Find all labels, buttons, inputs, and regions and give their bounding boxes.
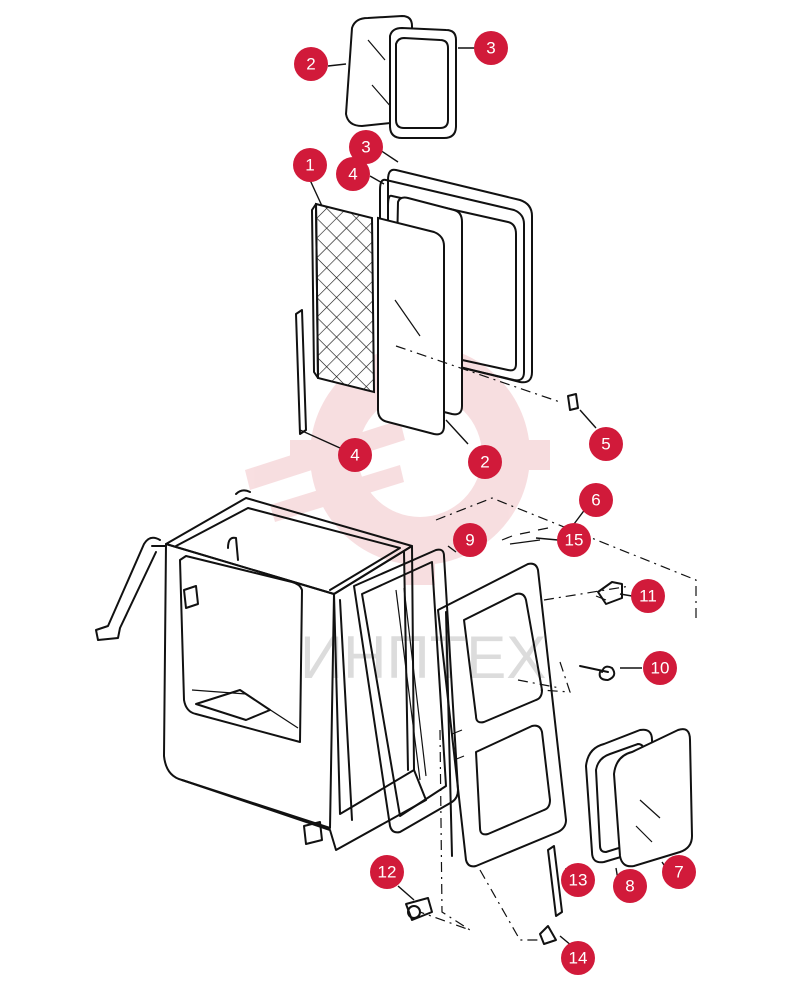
- watermark-logo: [245, 325, 550, 585]
- callout-2-top: 2: [294, 47, 328, 81]
- door-frame: [353, 548, 459, 834]
- svg-text:12: 12: [378, 863, 397, 882]
- callout-15: 15: [557, 523, 591, 557]
- callout-13: 13: [561, 863, 595, 897]
- svg-text:3: 3: [361, 138, 370, 157]
- callout-1: 1: [293, 148, 327, 182]
- svg-text:15: 15: [565, 531, 584, 550]
- callout-4-frame: 4: [336, 157, 370, 191]
- hardware-parts: [405, 527, 623, 945]
- callout-4-strip: 4: [338, 438, 372, 472]
- callout-6: 6: [579, 483, 613, 517]
- door: [437, 562, 567, 868]
- svg-text:7: 7: [674, 863, 683, 882]
- svg-text:3: 3: [486, 39, 495, 58]
- cab-body: [95, 489, 427, 851]
- svg-text:2: 2: [306, 55, 315, 74]
- svg-text:13: 13: [569, 871, 588, 890]
- callout-12: 12: [370, 855, 404, 889]
- assembly-centerlines: [395, 345, 697, 941]
- svg-text:4: 4: [350, 446, 359, 465]
- callout-2-middle: 2: [468, 445, 502, 479]
- callout-9: 9: [453, 523, 487, 557]
- side-window-assembly: [585, 728, 694, 868]
- svg-text:5: 5: [601, 435, 610, 454]
- svg-text:1: 1: [305, 156, 314, 175]
- callout-5: 5: [589, 427, 623, 461]
- callout-7: 7: [662, 855, 696, 889]
- callout-14: 14: [561, 941, 595, 975]
- callout-3-top: 3: [474, 31, 508, 65]
- svg-text:2: 2: [480, 453, 489, 472]
- svg-text:11: 11: [639, 587, 657, 606]
- svg-text:6: 6: [591, 491, 600, 510]
- svg-text:14: 14: [569, 949, 588, 968]
- callout-10: 10: [643, 651, 677, 685]
- top-window-assembly: [344, 14, 457, 139]
- callout-3-middle: 3: [349, 130, 383, 164]
- svg-text:8: 8: [625, 877, 634, 896]
- callout-11: 11: [631, 579, 665, 613]
- callout-8: 8: [613, 869, 647, 903]
- svg-text:4: 4: [348, 165, 357, 184]
- svg-text:10: 10: [651, 659, 670, 678]
- middle-window-assembly: [295, 168, 579, 436]
- svg-text:9: 9: [465, 531, 474, 550]
